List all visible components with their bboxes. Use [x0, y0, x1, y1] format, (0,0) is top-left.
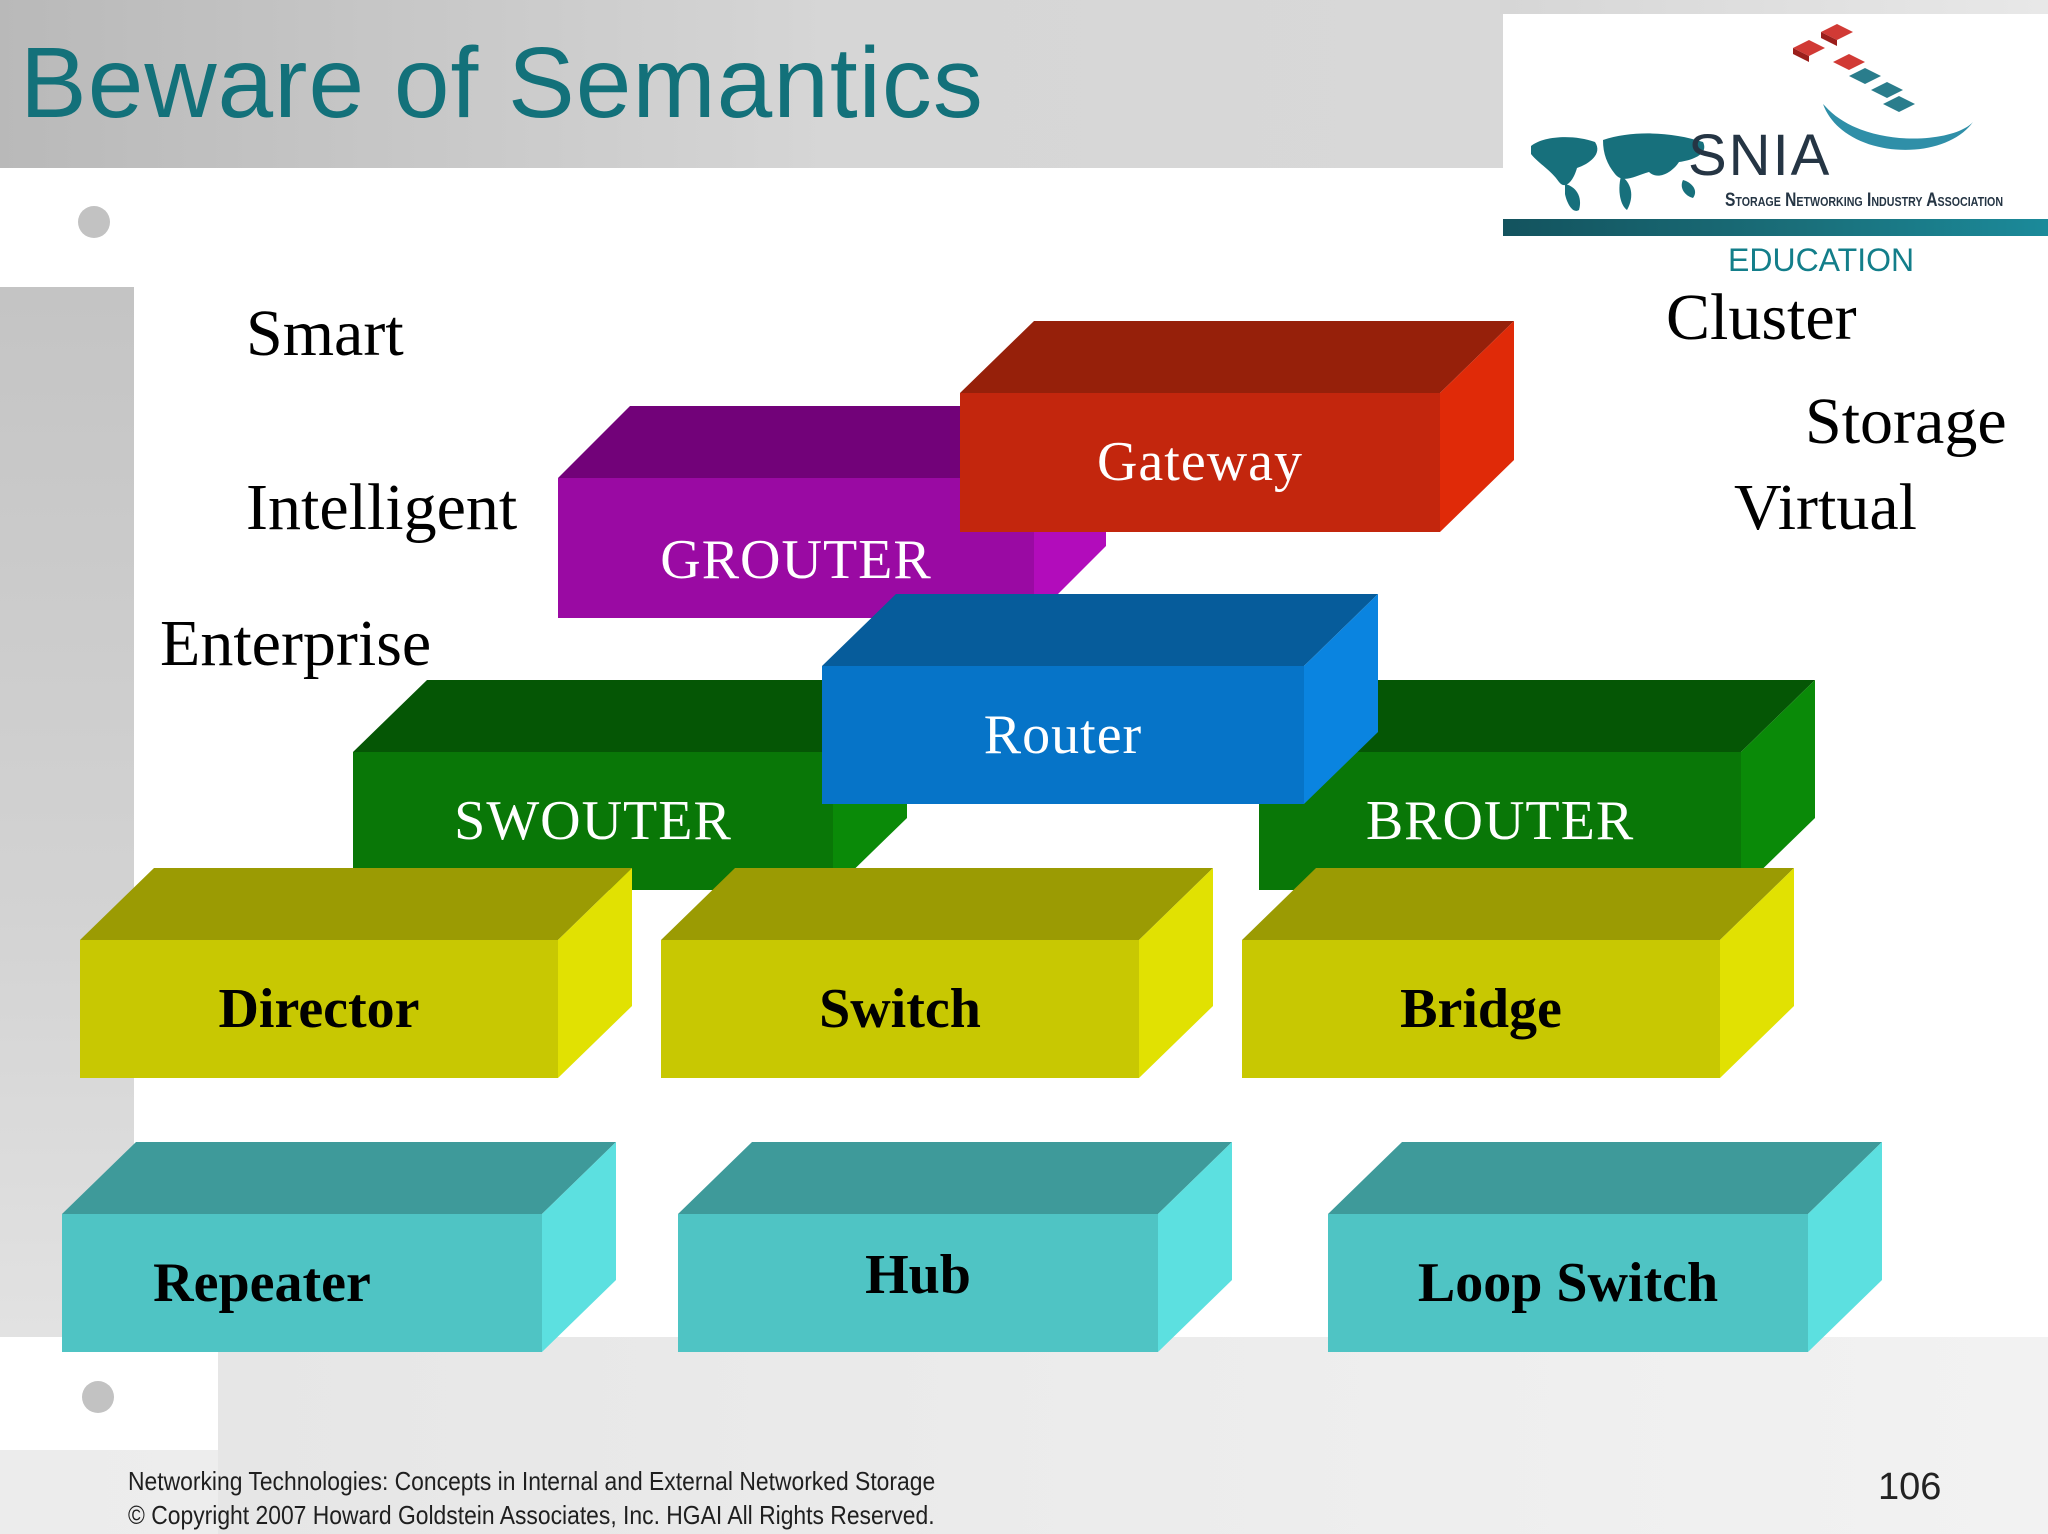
footer-copyright: © Copyright 2007 Howard Goldstein Associ…	[128, 1500, 935, 1530]
qualifier-smart: Smart	[246, 297, 404, 370]
block-front-face	[62, 1214, 542, 1352]
block-side-face	[558, 868, 632, 1078]
block-top-face	[960, 321, 1514, 393]
title-band-extension	[1500, 0, 2048, 14]
world-map-icon	[1531, 133, 1705, 211]
block-shape-gateway	[960, 321, 1514, 532]
logo-arrows-icon	[1793, 24, 1915, 112]
bottom-band	[218, 1337, 2048, 1534]
block-shape-switch	[661, 868, 1213, 1078]
block-front-face	[80, 940, 558, 1078]
block-label-bridge: Bridge	[1400, 977, 1562, 1040]
block-front-face	[1328, 1214, 1808, 1352]
qualifier-storage: Storage	[1805, 385, 2007, 458]
block-label-switch: Switch	[819, 977, 981, 1040]
bullet-dot-top	[78, 206, 110, 238]
block-label-loop_switch: Loop Switch	[1417, 1251, 1719, 1314]
block-label-grouter: GROUTER	[660, 528, 932, 591]
block-side-face	[1139, 868, 1213, 1078]
block-side-face	[542, 1142, 616, 1352]
block-front-face	[960, 393, 1440, 532]
snia-logo-mark	[1531, 24, 1973, 211]
qualifier-virtual: Virtual	[1734, 471, 1917, 544]
block-side-face	[1158, 1142, 1232, 1352]
block-top-face	[822, 594, 1378, 666]
bullet-dot-bottom	[82, 1381, 114, 1413]
logo-swoosh-icon	[1823, 104, 1973, 150]
block-shape-repeater	[62, 1142, 616, 1352]
block-shape-loop_switch	[1328, 1142, 1882, 1352]
block-front-face	[1259, 752, 1741, 890]
block-side-face	[1304, 594, 1378, 804]
snia-logo-subtitle: Storage Networking Industry Association	[1725, 190, 2003, 212]
block-top-face	[80, 868, 632, 940]
block-top-face	[1328, 1142, 1882, 1214]
block-front-face	[661, 940, 1139, 1078]
logo-underline-bar	[1503, 219, 2048, 236]
block-top-face	[678, 1142, 1232, 1214]
block-side-face	[1720, 868, 1794, 1078]
block-label-hub: Hub	[865, 1243, 971, 1306]
block-label-gateway: Gateway	[1096, 431, 1303, 494]
block-side-face	[1741, 680, 1815, 890]
snia-logo-text: SNIA	[1688, 123, 1832, 188]
qualifier-cluster: Cluster	[1666, 281, 1857, 354]
left-band	[0, 287, 134, 1337]
block-label-swouter: SWOUTER	[454, 789, 732, 852]
qualifier-intelligent: Intelligent	[246, 471, 518, 544]
block-top-face	[353, 680, 907, 752]
block-front-face	[558, 478, 1034, 618]
snia-logo-subtitle-text: Storage Networking Industry Association	[1725, 190, 2004, 211]
block-front-face	[1242, 940, 1720, 1078]
snia-education-label: EDUCATION	[1728, 242, 1915, 278]
block-shape-brouter	[1259, 680, 1815, 890]
page-title: Beware of Semantics	[20, 27, 984, 139]
block-top-face	[1242, 868, 1794, 940]
block-shape-router	[822, 594, 1378, 804]
block-front-face	[678, 1214, 1158, 1352]
block-front-face	[822, 666, 1304, 804]
block-top-face	[1259, 680, 1815, 752]
title-band	[0, 0, 1510, 168]
block-front-face	[353, 752, 833, 890]
block-top-face	[62, 1142, 616, 1214]
block-label-repeater: Repeater	[153, 1251, 371, 1314]
block-label-brouter: BROUTER	[1365, 789, 1635, 852]
page-number: 106	[1878, 1466, 1942, 1508]
block-shape-hub	[678, 1142, 1232, 1352]
block-label-director: Director	[218, 977, 420, 1040]
block-top-face	[661, 868, 1213, 940]
block-side-face	[1808, 1142, 1882, 1352]
qualifier-enterprise: Enterprise	[160, 607, 432, 680]
block-side-face	[1440, 321, 1514, 532]
block-shape-bridge	[1242, 868, 1794, 1078]
block-shape-director	[80, 868, 632, 1078]
block-label-router: Router	[983, 703, 1143, 766]
footer-course-title: Networking Technologies: Concepts in Int…	[128, 1466, 936, 1496]
snia-logo	[1503, 14, 2048, 236]
